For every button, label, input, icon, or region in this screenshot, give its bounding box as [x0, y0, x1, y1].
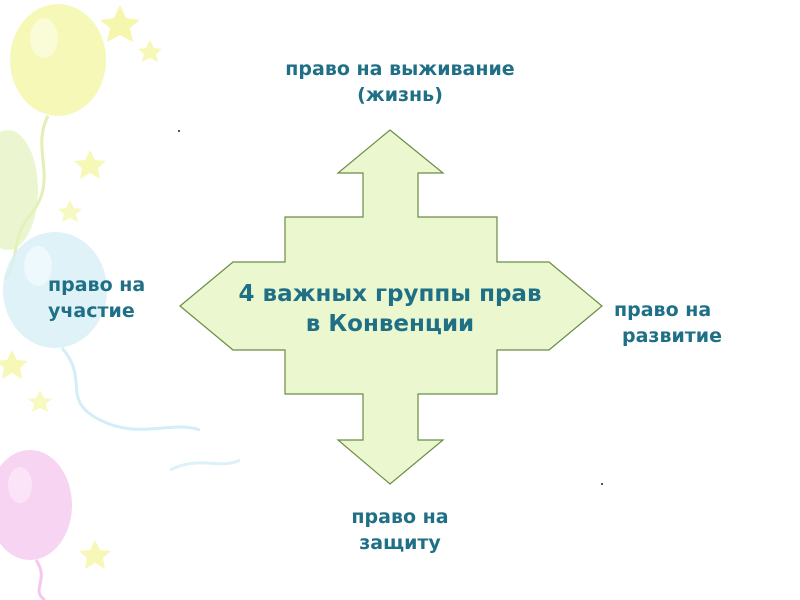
- green-balloon: [0, 130, 38, 250]
- label-protection-right: право на защиту: [330, 504, 470, 556]
- center-title-line2: в Конвенции: [305, 311, 475, 337]
- dot-marker: [178, 130, 180, 132]
- star-decoration: [100, 5, 140, 42]
- label-left-line1: право на: [48, 274, 146, 296]
- label-bottom-line1: право на: [351, 506, 449, 528]
- cross-arrow-shape: [179, 129, 603, 485]
- diagram-center-title: 4 важных группы прав в Конвенции: [190, 279, 590, 339]
- label-left-line2: участие: [48, 300, 135, 322]
- center-title-line1: 4 важных группы прав: [238, 281, 542, 307]
- label-top-line1: право на выживание: [285, 58, 515, 80]
- label-development-right: право на развитие: [614, 297, 722, 349]
- label-top-line2: (жизнь): [357, 84, 443, 106]
- label-survival-right: право на выживание (жизнь): [250, 56, 550, 108]
- dot-marker: [601, 483, 603, 485]
- label-right-line2: развитие: [622, 325, 723, 347]
- label-participation-right: право на участие: [48, 272, 145, 324]
- label-right-line1: право на: [614, 299, 712, 321]
- label-bottom-line2: защиту: [359, 532, 441, 554]
